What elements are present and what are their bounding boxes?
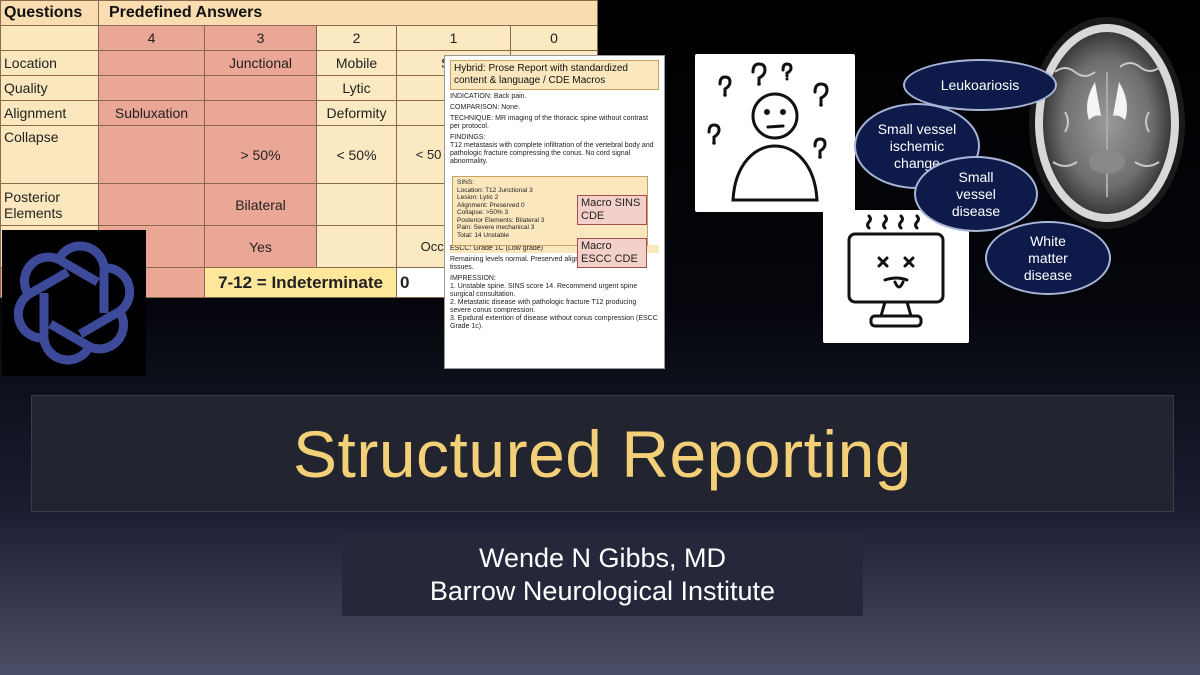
score-1: 1 (396, 25, 511, 51)
report-remaining: Remaining levels normal. Preserved align… (450, 256, 635, 271)
table-cell: Junctional (204, 50, 317, 76)
row-label-posterior-elements: Posterior Elements (0, 183, 99, 226)
bubble-leukoariosis: Leukoariosis (903, 59, 1057, 111)
table-cell: Deformity (316, 100, 397, 126)
macro-escc-cde: Macro ESCC CDE (577, 238, 647, 268)
score-3: 3 (204, 25, 317, 51)
table-cell: Yes (204, 225, 317, 268)
table-cell (0, 25, 99, 51)
table-cell (204, 75, 317, 101)
table-cell: > 50% (204, 125, 317, 184)
report-title: Hybrid: Prose Report with standardized c… (450, 60, 659, 90)
report-impression-item: 1. Unstable spine. SINS score 14. Recomm… (450, 283, 638, 298)
bubble-small-vessel-disease: Small vessel disease (914, 156, 1038, 232)
sins-line: Pain: Severe mechanical 3 (457, 224, 535, 231)
presenter-name: Wende N Gibbs, MD (478, 542, 727, 573)
table-cell: Lytic (316, 75, 397, 101)
page-title: Structured Reporting (293, 416, 912, 491)
report-technique: TECHNIQUE: MR imaging of the thoracic sp… (450, 115, 649, 130)
score-0: 0 (510, 25, 598, 51)
row-label-collapse: Collapse (0, 125, 99, 184)
indeterminate-range: 7-12 = Indeterminate (204, 267, 397, 298)
table-cell: Bilateral (204, 183, 317, 226)
table-header-questions: Questions (0, 0, 99, 26)
sins-line: Total: 14 Unstable (457, 231, 510, 239)
table-cell (98, 183, 205, 226)
table-cell: < 50% (316, 125, 397, 184)
table-cell (316, 225, 397, 268)
macro-sins-cde: Macro SINS CDE (577, 195, 647, 225)
sins-line: Collapse: >50% 3 (457, 209, 509, 216)
table-cell (98, 75, 205, 101)
table-cell (98, 125, 205, 184)
presenter-box: Wende N Gibbs, MD Barrow Neurological In… (342, 533, 863, 616)
report-impression-item: 3. Epidural extention of disease without… (450, 315, 658, 330)
score-2: 2 (316, 25, 397, 51)
row-label-alignment: Alignment (0, 100, 99, 126)
row-label-quality: Quality (0, 75, 99, 101)
report-findings: T12 metastasis with complete infiltratio… (450, 142, 654, 165)
sins-line: Alignment: Preserved 0 (457, 201, 525, 209)
table-cell (316, 183, 397, 226)
brain-mri-image (1025, 12, 1190, 234)
presenter-institution: Barrow Neurological Institute (429, 575, 776, 606)
sins-line: Lesion: Lytic 2 (457, 194, 499, 201)
sins-line: Posterior Elements: Bilateral 3 (457, 216, 545, 224)
row-label-location: Location (0, 50, 99, 76)
sins-line: SINS: (457, 179, 474, 186)
report-escc: ESCC: Grade 1C (Low grade) (450, 245, 659, 253)
table-header-answers: Predefined Answers (98, 0, 598, 26)
table-cell: Mobile (316, 50, 397, 76)
report-impression-heading: IMPRESSION: (450, 275, 496, 282)
broken-computer-icon (823, 210, 969, 343)
bubble-white-matter-disease: White matter disease (985, 221, 1111, 295)
title-banner: Structured Reporting (31, 395, 1174, 512)
table-cell (98, 50, 205, 76)
report-impression-item: 2. Metastatic disease with pathologic fr… (450, 299, 637, 314)
report-comparison: COMPARISON: None. (450, 104, 520, 111)
table-cell (204, 100, 317, 126)
report-findings-heading: FINDINGS: (450, 134, 486, 141)
table-cell: Subluxation (98, 100, 205, 126)
sins-line: Location: T12 Junctional 3 (457, 186, 533, 194)
confused-person-icon (695, 54, 855, 212)
openai-logo-icon (2, 230, 146, 376)
report-indication: INDICATION: Back pain. (450, 93, 527, 100)
score-4: 4 (98, 25, 205, 51)
